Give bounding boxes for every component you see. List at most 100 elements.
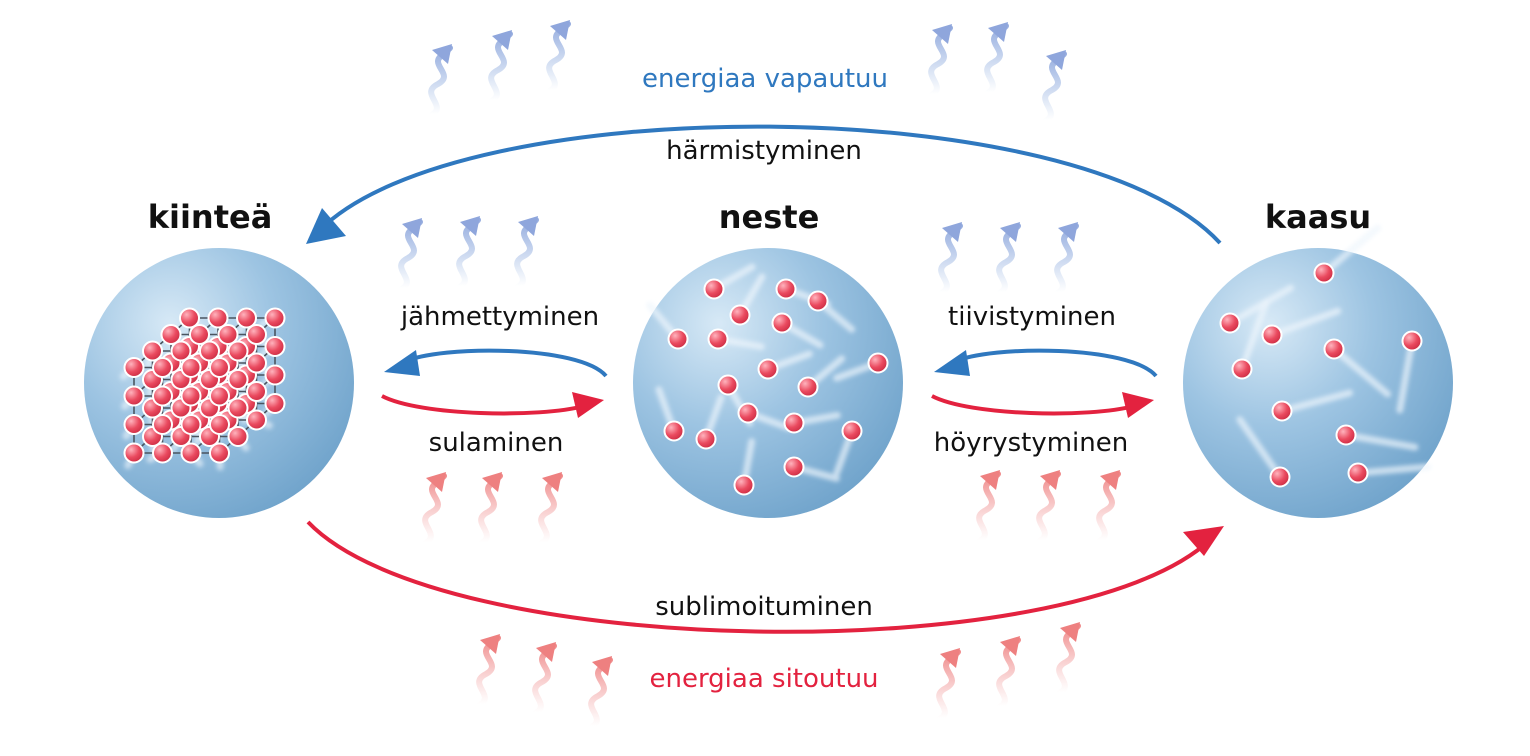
particle <box>1323 338 1345 360</box>
energy-wave-released <box>937 222 963 297</box>
particle <box>1313 262 1335 284</box>
particle <box>152 357 173 378</box>
process-label-condensation: tiivistyminen <box>948 302 1116 332</box>
particle <box>703 278 725 300</box>
particle <box>227 426 249 447</box>
energy-wave-absorbed <box>935 648 961 723</box>
deposition-arrow <box>306 124 1222 245</box>
particle <box>797 376 819 398</box>
particle <box>236 307 257 329</box>
particle <box>180 442 202 464</box>
particle <box>152 442 173 464</box>
particle <box>152 414 173 435</box>
particle <box>227 397 249 419</box>
energy-released-label: energiaa vapautuu <box>642 64 888 94</box>
particle <box>783 412 805 434</box>
particle <box>217 324 239 345</box>
particle <box>246 324 267 345</box>
energy-wave-released <box>545 20 571 95</box>
particle <box>1269 466 1291 488</box>
energy-wave-absorbed <box>477 472 503 547</box>
particle <box>264 307 286 329</box>
melting-arrow <box>381 392 604 418</box>
energy-wave-absorbed <box>975 470 1001 545</box>
particle <box>783 456 805 478</box>
energy-wave-released <box>927 24 953 99</box>
state-label-gas: kaasu <box>1264 198 1372 236</box>
particle <box>707 328 729 350</box>
particle <box>807 290 829 312</box>
particle <box>246 352 267 374</box>
particle <box>695 428 717 450</box>
sublimation-arrow <box>306 520 1224 634</box>
energy-wave-released <box>427 44 453 119</box>
particle <box>209 357 230 378</box>
particle <box>152 385 173 407</box>
particle <box>771 312 793 334</box>
particle <box>209 414 230 435</box>
energy-wave-released <box>995 222 1021 297</box>
process-label-sublimation: sublimoituminen <box>655 592 873 622</box>
particle <box>663 420 685 442</box>
particle <box>207 307 229 329</box>
particle <box>867 352 889 374</box>
energy-wave-absorbed <box>995 636 1021 711</box>
particle <box>841 420 863 442</box>
vaporization-arrow <box>931 392 1154 418</box>
state-label-solid: kiinteä <box>147 198 273 236</box>
particle <box>170 340 192 362</box>
particle <box>209 385 230 407</box>
particle <box>1261 324 1283 346</box>
particle <box>1401 330 1423 352</box>
particle <box>246 381 267 402</box>
process-label-vaporization: höyrystyminen <box>933 428 1129 458</box>
energy-wave-released <box>397 218 423 293</box>
liquid-sphere <box>633 248 903 518</box>
particle <box>737 402 759 424</box>
particle <box>246 409 267 431</box>
energy-wave-absorbed <box>1095 470 1121 545</box>
particle <box>775 278 797 300</box>
particle <box>179 307 200 329</box>
particle <box>180 414 202 435</box>
particle <box>1347 462 1369 484</box>
condensation-arrow <box>934 348 1158 378</box>
energy-wave-absorbed <box>475 634 501 709</box>
process-label-freezing: jähmettyminen <box>400 302 600 332</box>
energy-wave-released <box>513 216 539 291</box>
particle <box>667 328 689 350</box>
process-label-melting: sulaminen <box>428 428 564 458</box>
energy-wave-absorbed <box>587 656 613 731</box>
particle <box>264 336 286 357</box>
particle <box>189 324 210 345</box>
particle <box>264 364 286 386</box>
process-label-deposition: härmistyminen <box>666 136 862 166</box>
energy-wave-released <box>455 216 481 291</box>
particle <box>729 304 751 326</box>
particle <box>209 442 230 464</box>
energy-wave-released <box>983 22 1009 97</box>
state-label-liquid: neste <box>718 198 820 236</box>
energy-wave-absorbed <box>1035 470 1061 545</box>
particle <box>180 357 202 378</box>
solid-sphere <box>84 248 354 518</box>
energy-wave-absorbed <box>531 642 557 717</box>
particle <box>1271 400 1293 422</box>
particle <box>717 374 739 396</box>
particle <box>1219 312 1241 334</box>
particle <box>757 358 779 380</box>
particle <box>142 340 163 362</box>
energy-wave-released <box>487 30 513 105</box>
energy-wave-arrows <box>397 20 1121 731</box>
particle <box>160 324 182 345</box>
particle <box>1231 358 1253 380</box>
energy-absorbed-label: energiaa sitoutuu <box>649 664 879 694</box>
energy-wave-released <box>1041 50 1067 125</box>
energy-wave-absorbed <box>1055 622 1081 697</box>
particle <box>180 385 202 407</box>
particle <box>733 474 755 496</box>
energy-wave-released <box>1053 222 1079 297</box>
particle <box>123 442 145 464</box>
